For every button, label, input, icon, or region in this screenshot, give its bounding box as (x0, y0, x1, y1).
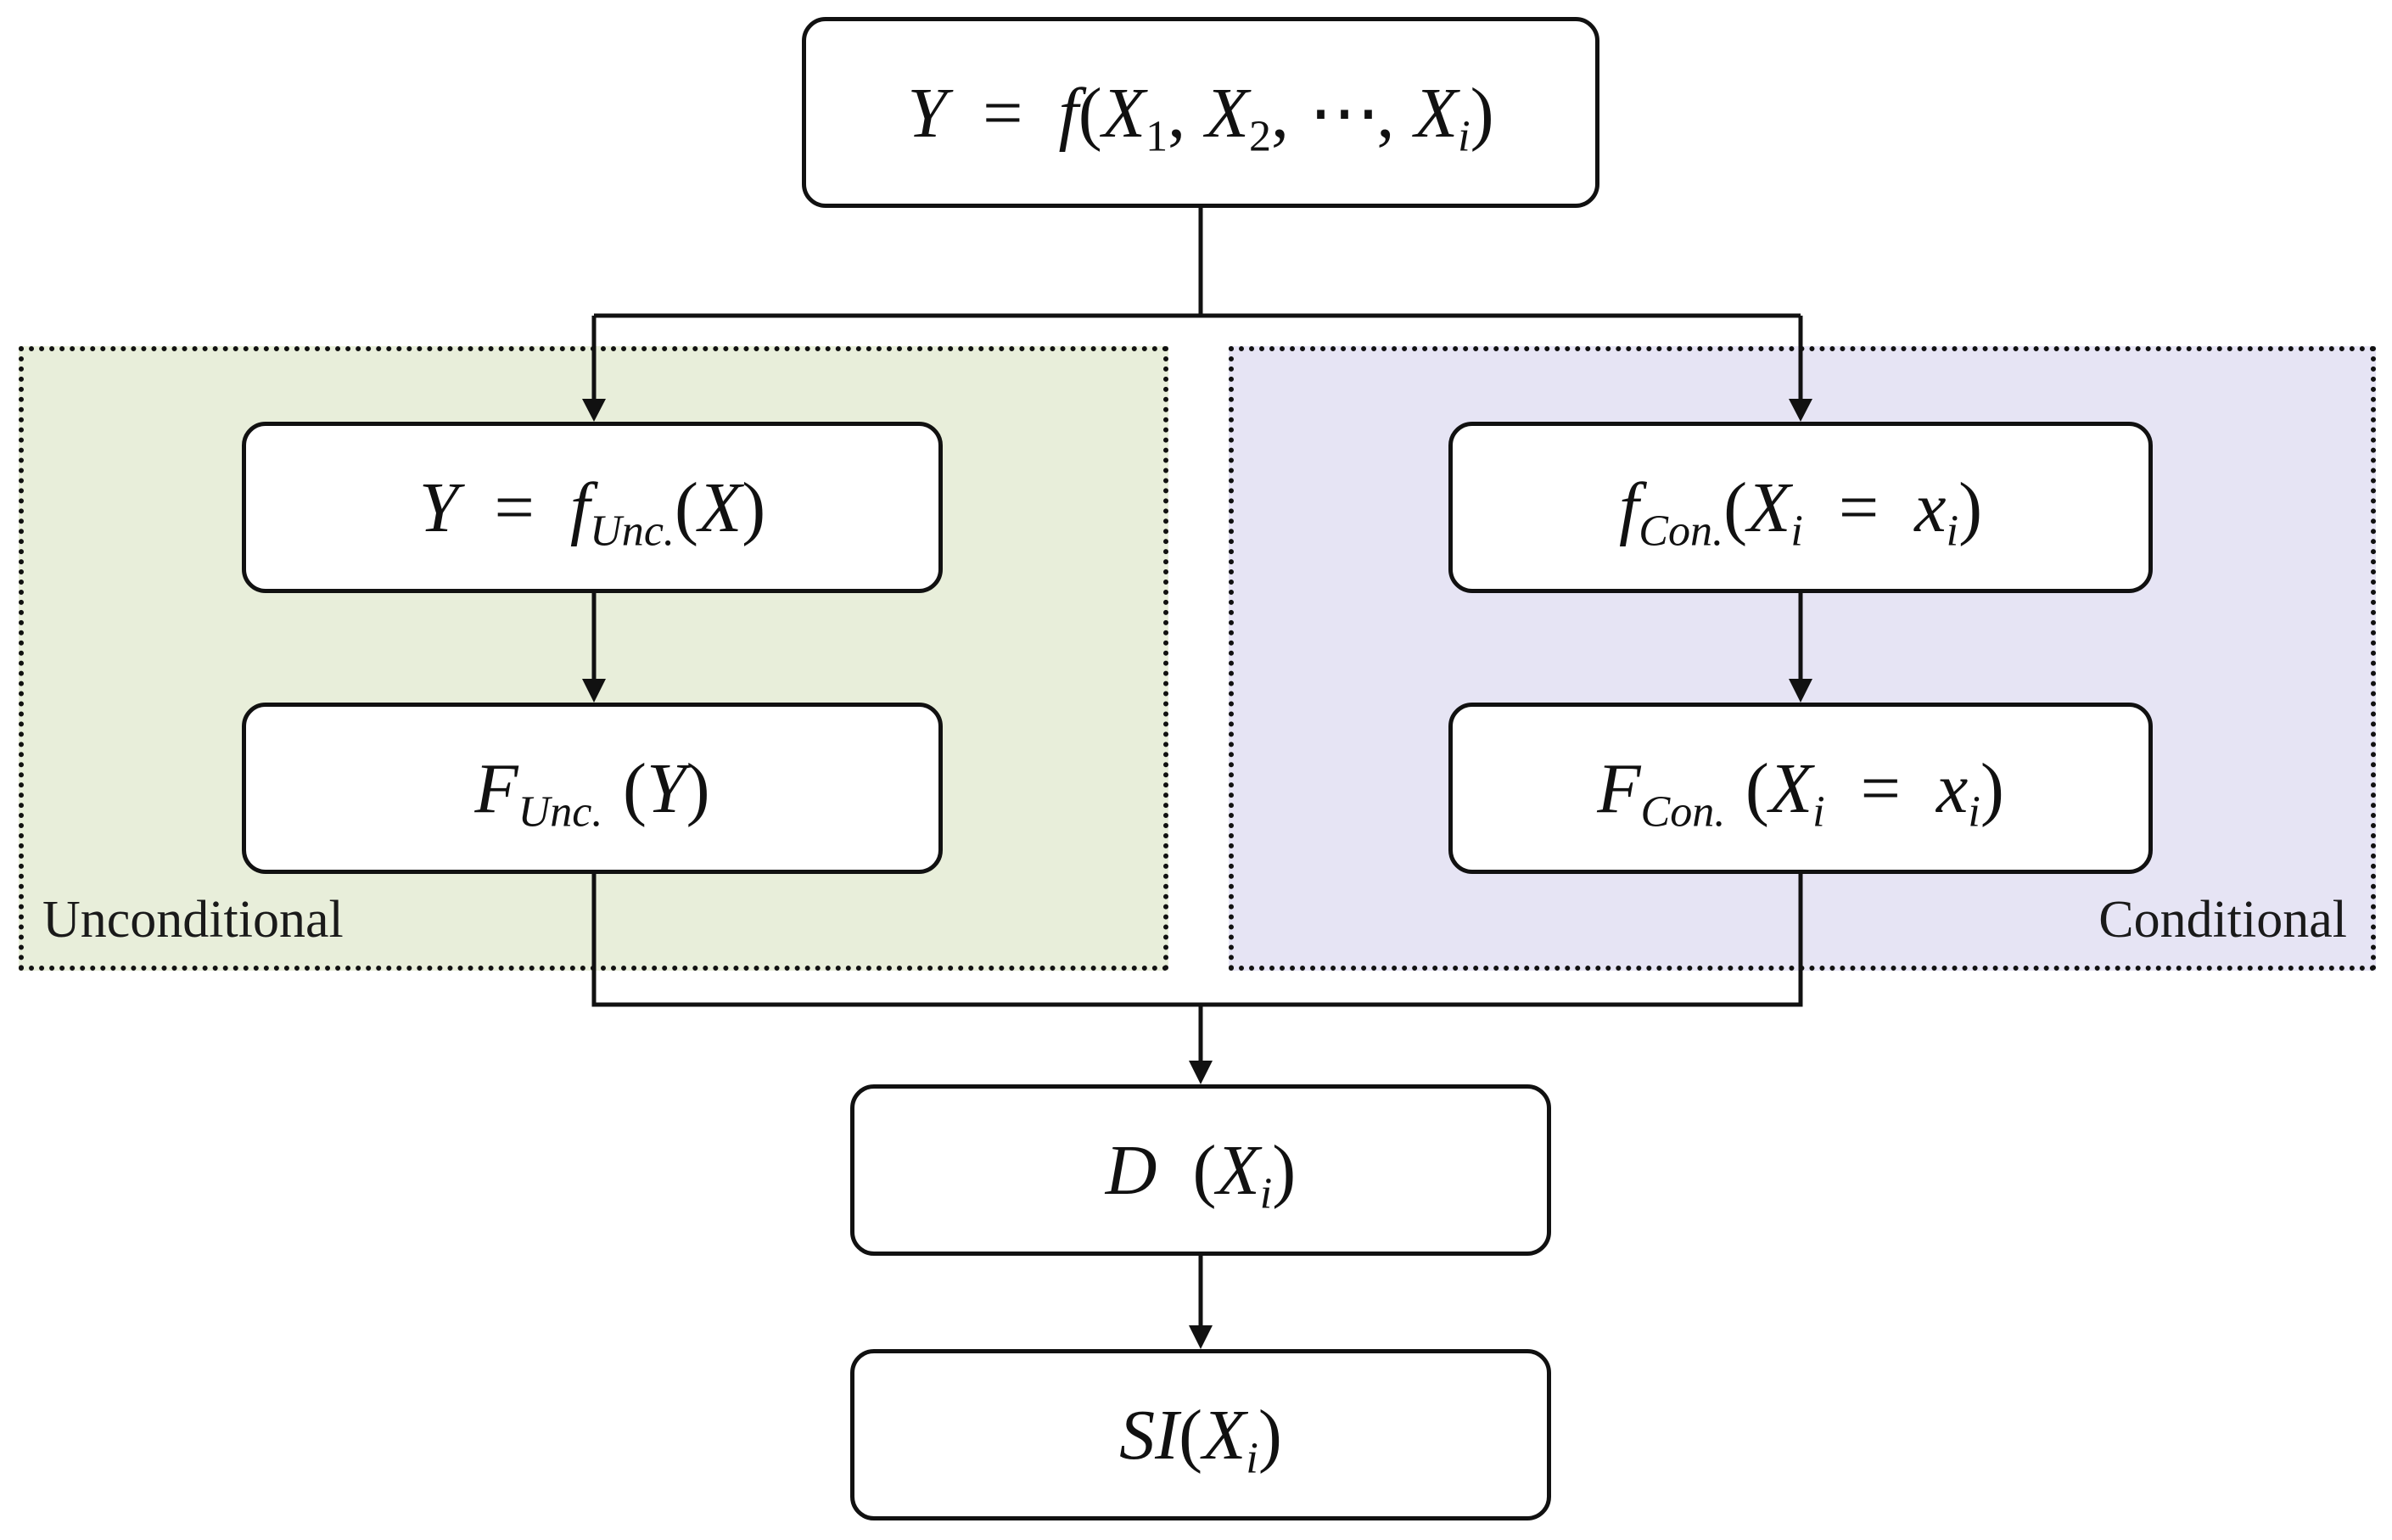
arrowhead-si (1189, 1325, 1213, 1349)
unconditional-pdf-box: Y=fUnc.(X) (242, 422, 943, 593)
conditional-cdf-formula: FCon.(Xi=xi) (1597, 748, 2004, 837)
conditional-pdf-box: fCon.(Xi=xi) (1448, 422, 2153, 593)
arrowhead-d (1189, 1061, 1213, 1084)
arrowhead-con-pdf (1789, 399, 1812, 422)
conditional-label: Conditional (2098, 891, 2347, 949)
unconditional-cdf-formula: FUnc.(Y) (474, 748, 710, 837)
connector-unc-cdf-merge (591, 874, 1803, 1007)
arrowhead-unc-cdf (582, 679, 606, 703)
sensitivity-index-formula: SI(Xi) (1119, 1395, 1282, 1483)
conditional-pdf-formula: fCon.(Xi=xi) (1618, 468, 1983, 556)
unconditional-pdf-formula: Y=fUnc.(X) (418, 468, 766, 556)
conditional-cdf-box: FCon.(Xi=xi) (1448, 703, 2153, 874)
distance-box: D(Xi) (850, 1084, 1551, 1256)
arrowhead-con-cdf (1789, 679, 1812, 703)
sensitivity-index-box: SI(Xi) (850, 1349, 1551, 1520)
arrowhead-unc-pdf (582, 399, 606, 422)
unconditional-cdf-box: FUnc.(Y) (242, 703, 943, 874)
distance-formula: D(Xi) (1105, 1130, 1297, 1218)
unconditional-label: Unconditional (42, 891, 344, 949)
model-function-box: Y=f(X1,X2,⋯,Xi) (802, 17, 1599, 208)
model-formula: Y=f(X1,X2,⋯,Xi) (907, 74, 1494, 161)
